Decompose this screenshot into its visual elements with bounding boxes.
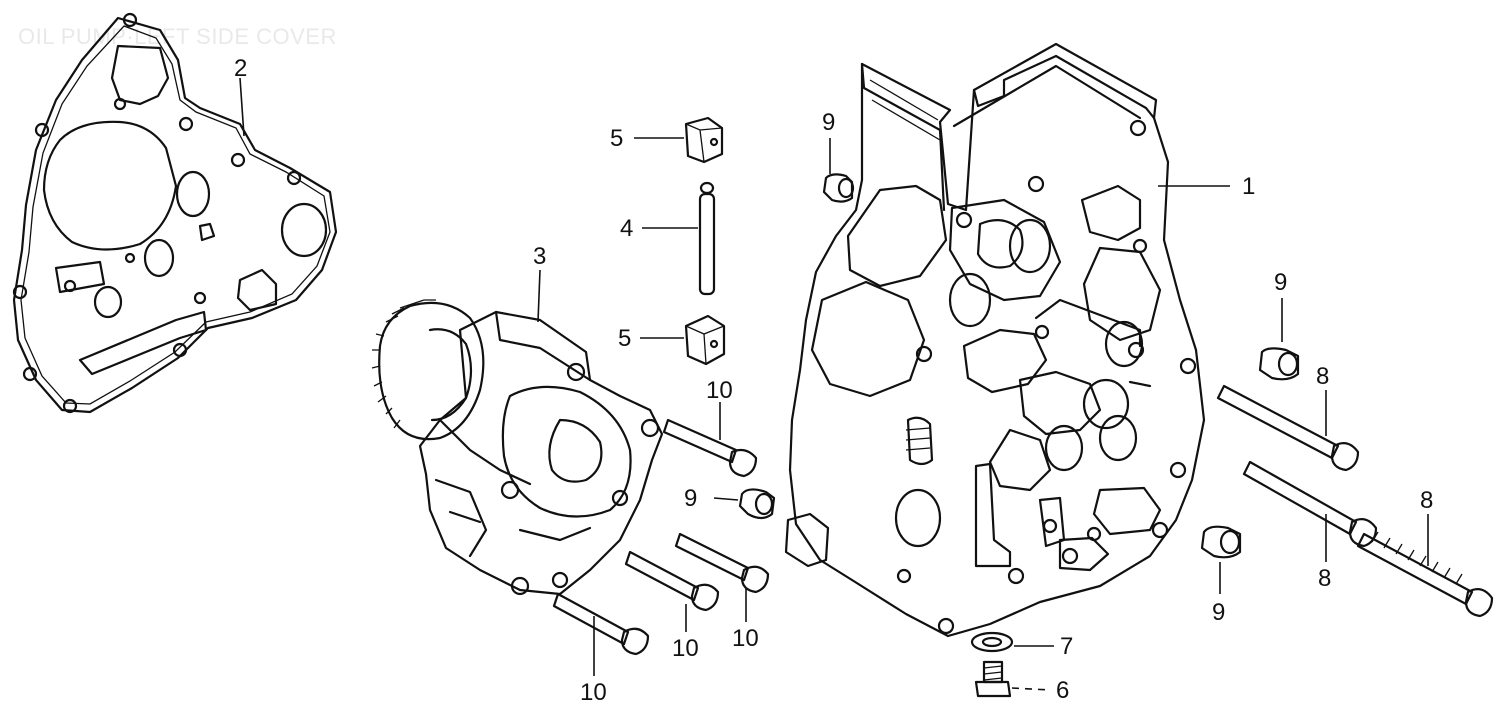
part-9-dowel-c [1258, 298, 1300, 381]
callout-2: 2 [234, 55, 247, 82]
part-8-bolt-lower [1356, 514, 1494, 618]
callout-9-pump: 9 [684, 485, 697, 512]
callout-10-middle: 10 [672, 635, 699, 662]
callout-5-lower: 5 [618, 325, 631, 352]
callout-9-right-lower: 9 [1212, 599, 1225, 626]
part-1-crankcase-cover [784, 42, 1230, 638]
part-10-bolt-c [624, 550, 720, 632]
callout-8-upper: 8 [1316, 363, 1329, 390]
callout-8-middle: 8 [1318, 565, 1331, 592]
part-9-dowel-d [1200, 525, 1242, 594]
callout-8-lower: 8 [1420, 487, 1433, 514]
part-9-dowel-a [713, 488, 776, 520]
part-7-washer [970, 631, 1054, 653]
part-10-bolt-b [674, 532, 770, 622]
callout-3: 3 [533, 243, 546, 270]
part-10-bolt-d [552, 592, 650, 676]
callout-5-upper: 5 [610, 125, 623, 152]
diagram-title: OIL PUMP·LEFT SIDE COVER [18, 24, 337, 49]
part-8-bolt-middle [1242, 460, 1378, 562]
part-5-upper-cap [634, 116, 724, 164]
callout-10-lower: 10 [580, 679, 607, 706]
part-9-dowel-b [822, 138, 855, 203]
part-6-drain-bolt [974, 660, 1051, 698]
callout-10-right: 10 [732, 625, 759, 652]
callout-6: 6 [1056, 677, 1069, 704]
callout-labels: 1 2 3 4 5 5 6 7 8 8 8 9 9 9 9 10 10 10 1… [234, 55, 1433, 706]
part-10-bolt-a [662, 402, 758, 478]
part-4-pin [642, 181, 716, 296]
part-2-gasket [12, 12, 338, 414]
callout-9-top: 9 [822, 109, 835, 136]
callout-10-upper: 10 [706, 377, 733, 404]
part-5-lower-cap [640, 314, 726, 366]
callout-9-right-upper: 9 [1274, 269, 1287, 296]
part-8-bolt-upper [1216, 384, 1360, 472]
callout-4: 4 [620, 215, 633, 242]
callout-7: 7 [1060, 633, 1073, 660]
part-3-oil-pump [371, 269, 664, 596]
callout-1: 1 [1242, 173, 1255, 200]
